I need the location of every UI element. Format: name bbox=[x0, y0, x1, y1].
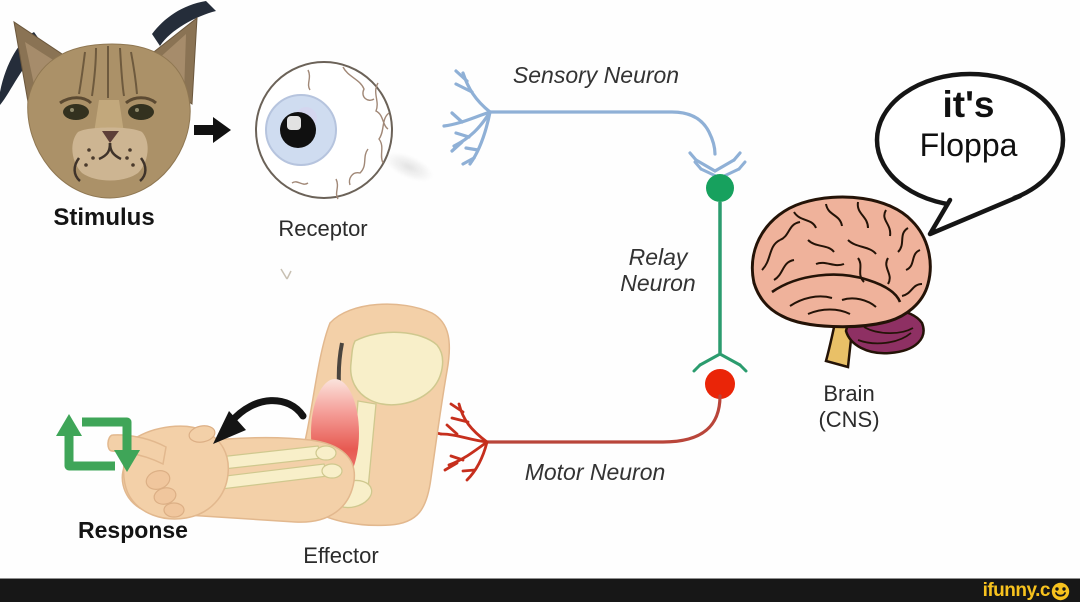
sensory-axon bbox=[488, 110, 717, 156]
relay-neuron-label-line2: Neuron bbox=[620, 270, 696, 297]
shoulder-bone bbox=[349, 331, 444, 406]
cat-nose-bridge bbox=[94, 100, 124, 133]
motor-neuron-drawing bbox=[426, 394, 722, 482]
brain-label: Brain (CNS) bbox=[818, 381, 879, 434]
smiley-face-icon bbox=[1051, 582, 1070, 600]
receptor-label: Receptor bbox=[278, 216, 368, 241]
cat-right-ear-tuft bbox=[152, 1, 216, 46]
motor-axon bbox=[485, 394, 722, 444]
brain-label-line2: (CNS) bbox=[818, 407, 880, 433]
speech-bubble-line1: it's bbox=[942, 84, 995, 125]
relay-terminal-chevron bbox=[692, 352, 748, 373]
arm-effector-image bbox=[107, 303, 451, 527]
speech-bubble-tail bbox=[927, 193, 1023, 237]
motor-neuron-label: Motor Neuron bbox=[524, 459, 666, 485]
ifunny-watermark-text: ifunny.c bbox=[982, 580, 1051, 601]
cat-forehead-stripes bbox=[78, 45, 138, 98]
floppa-cat-image bbox=[0, 1, 216, 199]
ifunny-watermark-bar: ifunny.c bbox=[0, 578, 1080, 602]
brain-cerebellum-lines bbox=[857, 326, 914, 345]
eyeball-highlight bbox=[287, 116, 301, 130]
brain-gyri bbox=[761, 201, 923, 315]
speech-bubble-text: it's Floppa bbox=[876, 84, 1061, 163]
relay-neuron-drawing bbox=[692, 160, 748, 399]
cat-nose bbox=[102, 131, 119, 143]
eyeball-veins bbox=[291, 66, 390, 200]
artifact-smudge bbox=[280, 268, 292, 280]
eyeball-image bbox=[255, 61, 393, 200]
sensory-neuron-label: Sensory Neuron bbox=[512, 62, 680, 88]
stimulus-label: Stimulus bbox=[53, 204, 155, 231]
cat-eyes bbox=[59, 96, 157, 120]
relay-synapse-dot bbox=[706, 174, 734, 202]
cat-whisker-dots bbox=[84, 148, 135, 167]
speech-bubble bbox=[874, 71, 1066, 237]
motor-synapse-dot bbox=[705, 369, 735, 399]
relay-neuron-label-line1: Relay bbox=[628, 244, 688, 270]
motor-dendrites bbox=[426, 402, 489, 482]
brain-image bbox=[751, 195, 932, 369]
sensory-neuron-drawing bbox=[442, 69, 742, 173]
response-label: Response bbox=[78, 517, 188, 543]
repost-loop-icon bbox=[56, 414, 140, 472]
relay-neuron-label: Relay Neuron bbox=[620, 244, 695, 297]
right-arrow-icon bbox=[194, 117, 231, 143]
pointing-hand bbox=[107, 425, 230, 520]
sensory-terminal bbox=[694, 158, 736, 173]
brain-cerebrum bbox=[751, 195, 932, 329]
effector-label: Effector bbox=[303, 543, 379, 568]
brain-label-line1: Brain bbox=[823, 381, 875, 406]
cat-muzzle bbox=[72, 127, 148, 181]
curved-arrow-icon bbox=[213, 397, 307, 444]
speech-bubble-line2: Floppa bbox=[919, 126, 1018, 163]
cat-mouth bbox=[73, 142, 147, 182]
